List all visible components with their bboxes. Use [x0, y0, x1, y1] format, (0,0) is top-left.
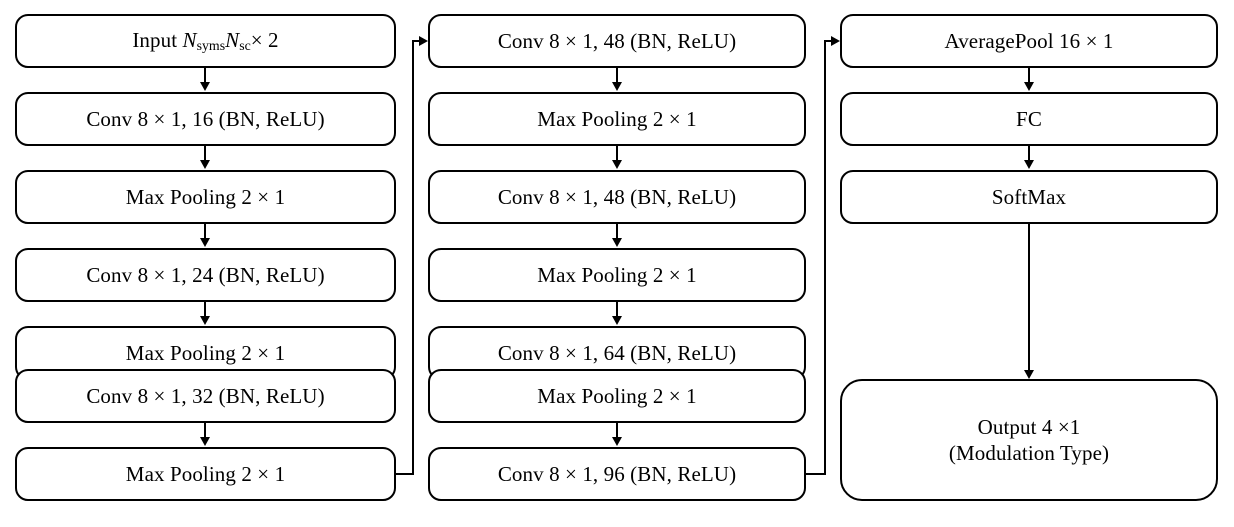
- arrowhead-connector-2to3: [831, 35, 840, 46]
- node-pool-3-label: Max Pooling 2 × 1: [125, 461, 286, 486]
- arrowhead-conv48b-to-pool5: [611, 238, 622, 247]
- node-conv-48a[interactable]: Conv 8 × 1, 48 (BN, ReLU): [428, 14, 806, 68]
- arrowhead-avgpool-to-fc: [1023, 82, 1034, 91]
- connector-1to2-horizontal-out: [396, 473, 414, 475]
- arrow-conv16-to-pool1: [204, 146, 206, 161]
- node-conv-48b-label: Conv 8 × 1, 48 (BN, ReLU): [497, 184, 737, 209]
- node-pool-4[interactable]: Max Pooling 2 × 1: [428, 92, 806, 146]
- arrow-pool4-to-conv48b: [616, 146, 618, 161]
- node-output-label-line1: Output 4 ×1: [977, 414, 1081, 439]
- node-conv-96[interactable]: Conv 8 × 1, 96 (BN, ReLU): [428, 447, 806, 501]
- arrow-conv32-to-pool3: [204, 423, 206, 438]
- arrowhead-pool4-to-conv48b: [611, 160, 622, 169]
- node-output[interactable]: Output 4 ×1 (Modulation Type): [840, 379, 1218, 501]
- connector-2to3-vertical: [824, 41, 826, 475]
- node-softmax[interactable]: SoftMax: [840, 170, 1218, 224]
- node-fc-label: FC: [1016, 106, 1042, 131]
- node-pool-6-label: Max Pooling 2 × 1: [537, 383, 697, 408]
- arrow-pool5-to-conv64: [616, 302, 618, 317]
- node-conv-16[interactable]: Conv 8 × 1, 16 (BN, ReLU): [15, 92, 396, 146]
- node-conv-32[interactable]: Conv 8 × 1, 32 (BN, ReLU): [15, 369, 396, 423]
- node-pool-5[interactable]: Max Pooling 2 × 1: [428, 248, 806, 302]
- node-conv-64-label: Conv 8 × 1, 64 (BN, ReLU): [497, 340, 737, 365]
- arrow-conv48a-to-pool4: [616, 68, 618, 83]
- arrowhead-pool1-to-conv24: [199, 238, 210, 247]
- connector-2to3-horizontal-out: [806, 473, 826, 475]
- node-pool-6[interactable]: Max Pooling 2 × 1: [428, 369, 806, 423]
- arrow-pool6-to-conv96: [616, 423, 618, 438]
- connector-1to2-vertical: [412, 41, 414, 475]
- node-conv-16-label: Conv 8 × 1, 16 (BN, ReLU): [86, 106, 325, 131]
- node-input[interactable]: Input NsymsNsc× 2: [15, 14, 396, 68]
- node-pool-1[interactable]: Max Pooling 2 × 1: [15, 170, 396, 224]
- arrowhead-conv32-to-pool3: [199, 437, 210, 446]
- node-pool-2-label: Max Pooling 2 × 1: [125, 340, 286, 365]
- node-fc[interactable]: FC: [840, 92, 1218, 146]
- arrow-avgpool-to-fc: [1028, 68, 1030, 83]
- node-avgpool[interactable]: AveragePool 16 × 1: [840, 14, 1218, 68]
- arrowhead-pool6-to-conv96: [611, 437, 622, 446]
- arrowhead-conv24-to-pool2: [199, 316, 210, 325]
- node-avgpool-label: AveragePool 16 × 1: [944, 28, 1114, 53]
- arrowhead-fc-to-softmax: [1023, 160, 1034, 169]
- node-conv-32-label: Conv 8 × 1, 32 (BN, ReLU): [86, 383, 325, 408]
- arrowhead-conv48a-to-pool4: [611, 82, 622, 91]
- arrowhead-input-to-conv16: [199, 82, 210, 91]
- arrowhead-softmax-to-output: [1023, 370, 1034, 379]
- connector-2to3-horizontal-in: [824, 40, 833, 42]
- node-pool-4-label: Max Pooling 2 × 1: [537, 106, 697, 131]
- arrow-softmax-to-output: [1028, 224, 1030, 372]
- node-pool-1-label: Max Pooling 2 × 1: [125, 184, 286, 209]
- node-conv-48b[interactable]: Conv 8 × 1, 48 (BN, ReLU): [428, 170, 806, 224]
- arrowhead-pool5-to-conv64: [611, 316, 622, 325]
- node-output-label-line2: (Modulation Type): [948, 441, 1110, 465]
- arrow-fc-to-softmax: [1028, 146, 1030, 161]
- arrowhead-connector-1to2: [419, 35, 428, 46]
- node-input-label: Input NsymsNsc× 2: [132, 27, 279, 53]
- arrowhead-conv16-to-pool1: [199, 160, 210, 169]
- node-pool-3[interactable]: Max Pooling 2 × 1: [15, 447, 396, 501]
- arrow-pool1-to-conv24: [204, 224, 206, 239]
- arrow-input-to-conv16: [204, 68, 206, 83]
- connector-1to2-horizontal-in: [412, 40, 421, 42]
- node-conv-24-label: Conv 8 × 1, 24 (BN, ReLU): [86, 262, 325, 287]
- node-conv-48a-label: Conv 8 × 1, 48 (BN, ReLU): [497, 28, 737, 53]
- node-softmax-label: SoftMax: [991, 184, 1067, 209]
- arrow-conv48b-to-pool5: [616, 224, 618, 239]
- node-conv-96-label: Conv 8 × 1, 96 (BN, ReLU): [497, 461, 737, 486]
- node-conv-24[interactable]: Conv 8 × 1, 24 (BN, ReLU): [15, 248, 396, 302]
- arrow-conv24-to-pool2: [204, 302, 206, 317]
- node-pool-5-label: Max Pooling 2 × 1: [537, 262, 697, 287]
